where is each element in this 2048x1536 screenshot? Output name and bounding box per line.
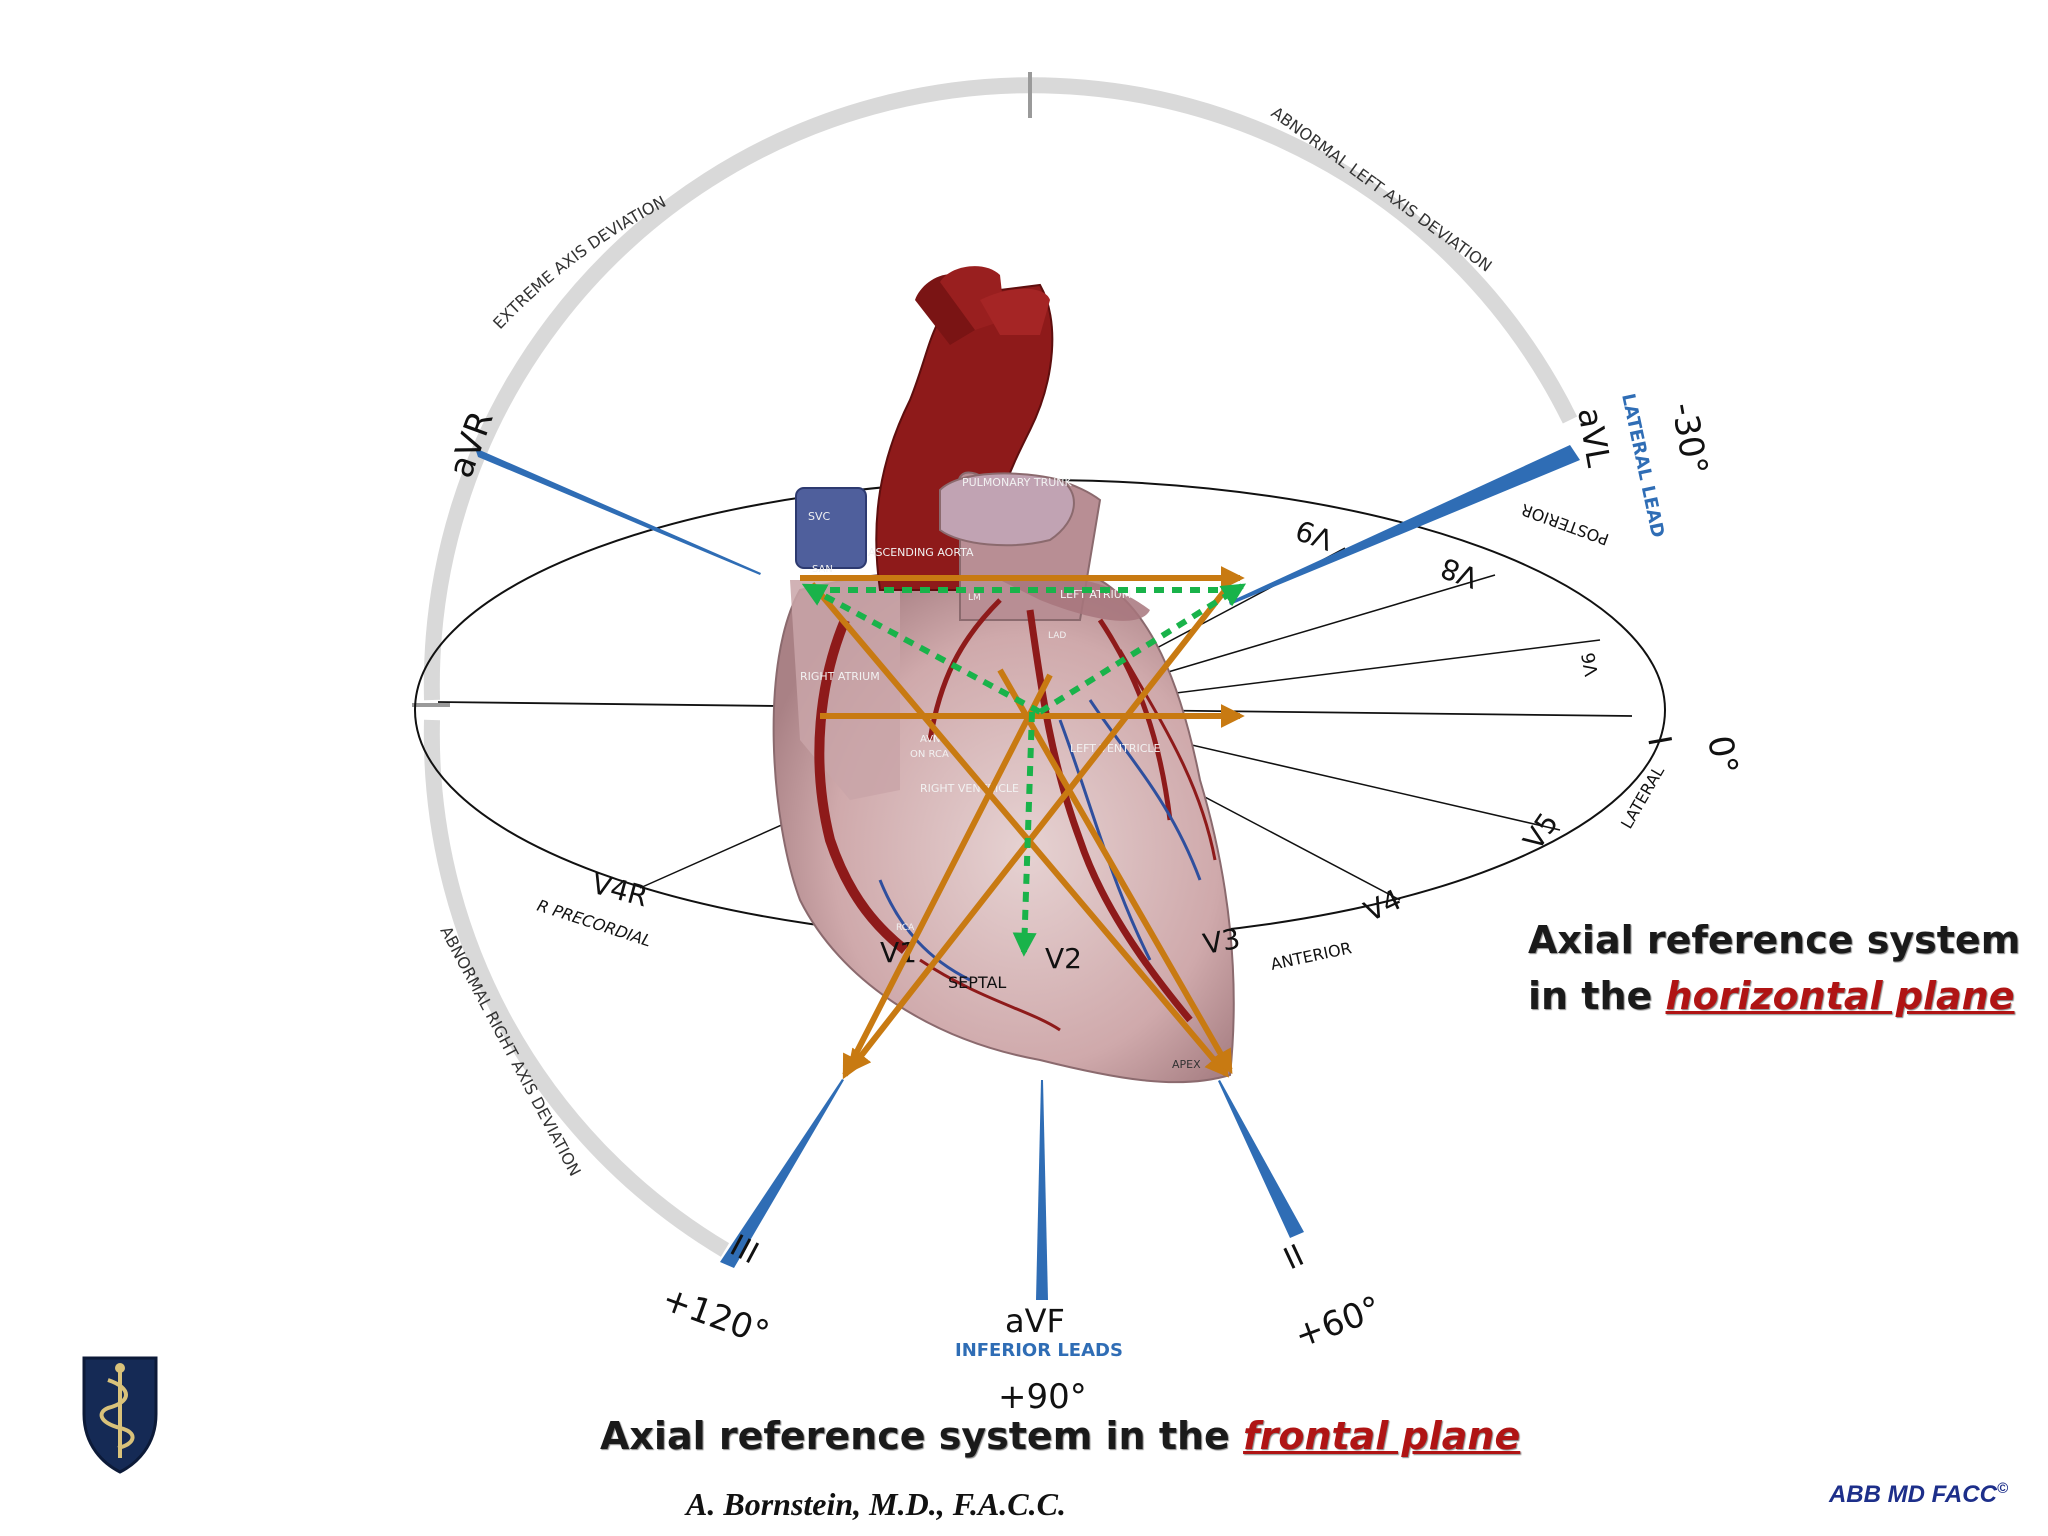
iii-lead-line <box>720 1079 844 1268</box>
zone-extreme-label: EXTREME AXIS DEVIATION <box>489 192 669 333</box>
author-credit: A. Bornstein, M.D., F.A.C.C. <box>686 1486 1066 1522</box>
lead-ii-vector <box>809 582 1230 1078</box>
copyright-mark: ABB MD FACC© <box>1829 1480 2008 1509</box>
deg-plus90: +90° <box>998 1377 1087 1417</box>
label-pulmonary-trunk: PULMONARY TRUNK <box>962 476 1073 489</box>
posterior-label: POSTERIOR <box>1519 500 1612 549</box>
deg-plus60: +60° <box>1289 1289 1386 1357</box>
label-left-atrium: LEFT ATRIUM <box>1060 588 1131 601</box>
i-label: I <box>1640 733 1679 749</box>
deg-plus120: +120° <box>657 1279 774 1354</box>
caption-horizontal-line1: Axial reference system <box>1528 918 2021 962</box>
label-rca: RCA <box>896 923 915 933</box>
green-vectors <box>801 583 1247 957</box>
lead-iii-vector-inner <box>842 673 1053 1080</box>
caduceus-shield-logo <box>82 1356 158 1474</box>
caption-frontal-prefix: Axial reference system in the <box>600 1414 1244 1458</box>
v5-label: V5 <box>1517 807 1565 856</box>
anterior-label: ANTERIOR <box>1269 938 1353 974</box>
septal-label: SEPTAL <box>948 973 1006 992</box>
lead-ii-vector-inner <box>997 668 1233 1075</box>
avr-lead-line <box>475 448 761 575</box>
avl-vector <box>1038 583 1247 715</box>
deg-zero: 0° <box>1699 733 1745 778</box>
label-lm: LM <box>968 593 981 603</box>
label-ascending-aorta: ASCENDING AORTA <box>868 546 974 559</box>
lateral-region-label: LATERAL <box>1617 763 1668 832</box>
avf-label: aVF <box>1005 1302 1065 1340</box>
caption-frontal-emphasis: frontal plane <box>1243 1414 1521 1458</box>
v7-label: V6 <box>1578 651 1603 678</box>
label-right-atrium: RIGHT ATRIUM <box>800 670 880 683</box>
label-apex: APEX <box>1172 1058 1201 1071</box>
label-avn-sub: ON RCA <box>910 749 949 760</box>
avr-label: aVR <box>441 406 502 483</box>
v4-label: V4 <box>1359 883 1406 929</box>
lead-iii-vector <box>847 582 1233 1074</box>
caption-frontal-plane: Axial reference system in the frontal pl… <box>600 1408 1520 1464</box>
v8-label: V8 <box>1436 551 1482 595</box>
avl-lead-line <box>1229 445 1580 605</box>
v2-label: V2 <box>1045 942 1082 975</box>
heart-illustration <box>772 266 1235 1084</box>
label-avn: AVN <box>920 734 941 745</box>
heart-labels: SVC SAN ASCENDING AORTA PULMONARY TRUNK … <box>800 476 1201 1071</box>
label-right-ventricle: RIGHT VENTRICLE <box>920 782 1019 795</box>
avf-vector <box>1012 711 1037 957</box>
caption-horizontal-plane: Axial reference system in the horizontal… <box>1528 912 2020 1024</box>
label-left-ventricle: LEFT VENTRICLE <box>1070 742 1161 755</box>
v3-label: V3 <box>1200 922 1242 961</box>
copyright-symbol: © <box>1996 1480 2008 1497</box>
inferior-leads-label: INFERIOR LEADS <box>955 1340 1123 1361</box>
label-lad: LAD <box>1048 631 1066 641</box>
deg-minus30: -30° <box>1663 400 1715 478</box>
lateral-lead-label: LATERAL LEAD <box>1617 392 1668 540</box>
avf-lead-line <box>1036 1080 1048 1300</box>
ii-label: II <box>1279 1238 1310 1277</box>
v9-label: V9 <box>1291 513 1337 557</box>
label-svc: SVC <box>808 510 831 523</box>
zone-abnormal-right-label: ABNORMAL RIGHT AXIS DEVIATION <box>436 923 584 1179</box>
avr-vector <box>801 583 1042 715</box>
zone-abnormal-left-label: ABNORMAL LEFT AXIS DEVIATION <box>1268 103 1496 276</box>
frontal-lead-lines <box>475 445 1580 1300</box>
label-san: SAN <box>812 564 833 575</box>
axis-ring <box>412 72 1578 1257</box>
caption-horizontal-emphasis: horizontal plane <box>1665 974 2015 1018</box>
caption-horizontal-line2: in the <box>1528 974 1666 1018</box>
ii-lead-line <box>1218 1080 1304 1238</box>
copyright-text: ABB MD FACC <box>1828 1481 1997 1508</box>
v4r-label: V4R <box>588 867 651 913</box>
